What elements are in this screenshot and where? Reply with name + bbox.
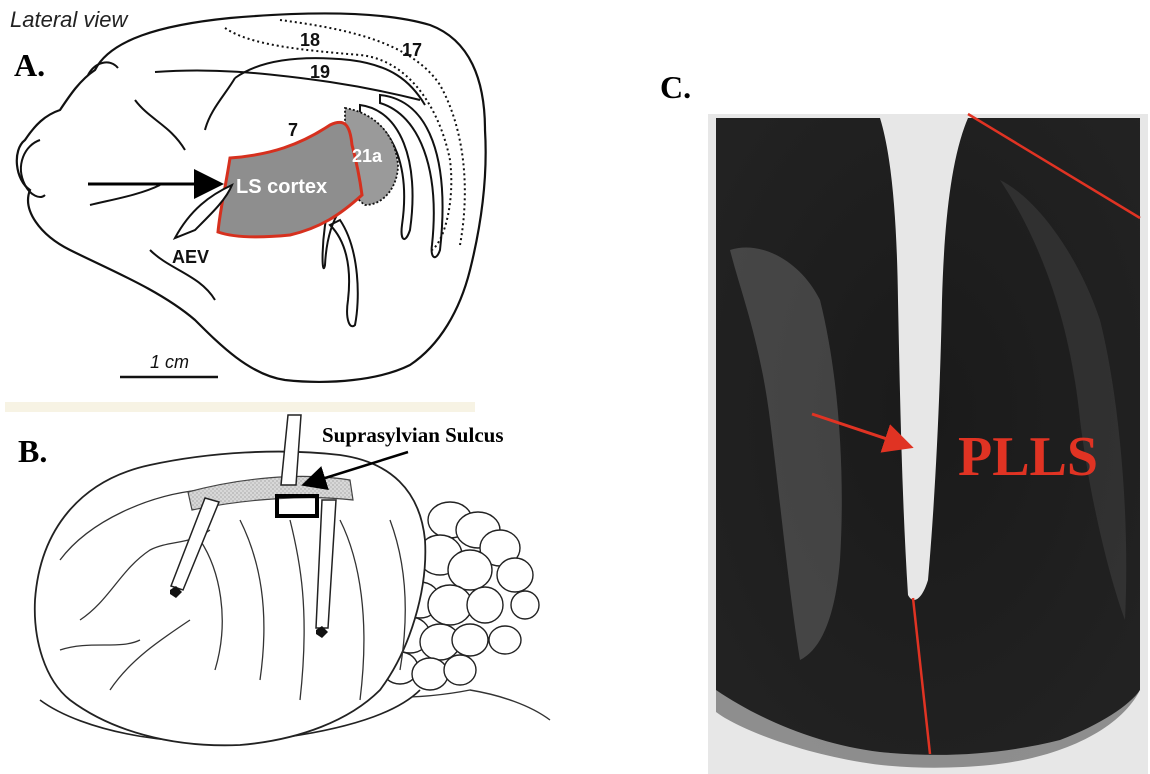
panel-a-header: Lateral view [10,7,130,32]
panel-a-label-ls-cortex: LS cortex [236,176,327,198]
panel-a-label-7: 7 [288,120,298,140]
panel-c-letter: C. [660,69,691,105]
panel-c: C. PLLS [660,69,1148,774]
panel-divider [5,402,475,412]
panel-c-plls-label: PLLS [958,426,1098,488]
panel-a-label-21a: 21a [352,146,383,166]
panel-a: Lateral view A. 18 17 19 7 21a LS cortex… [10,7,486,382]
panel-a-label-19: 19 [310,62,330,82]
panel-b-letter: B. [18,433,47,469]
panel-a-label-18: 18 [300,30,320,50]
panel-b-sulcus-label: Suprasylvian Sulcus [322,423,504,447]
panel-b: B. Suprasylvian Sulcus [18,415,550,745]
panel-a-letter: A. [14,47,45,83]
panel-a-label-17: 17 [402,40,422,60]
panel-a-scale-label: 1 cm [150,352,189,372]
panel-a-label-aev: AEV [172,247,209,267]
